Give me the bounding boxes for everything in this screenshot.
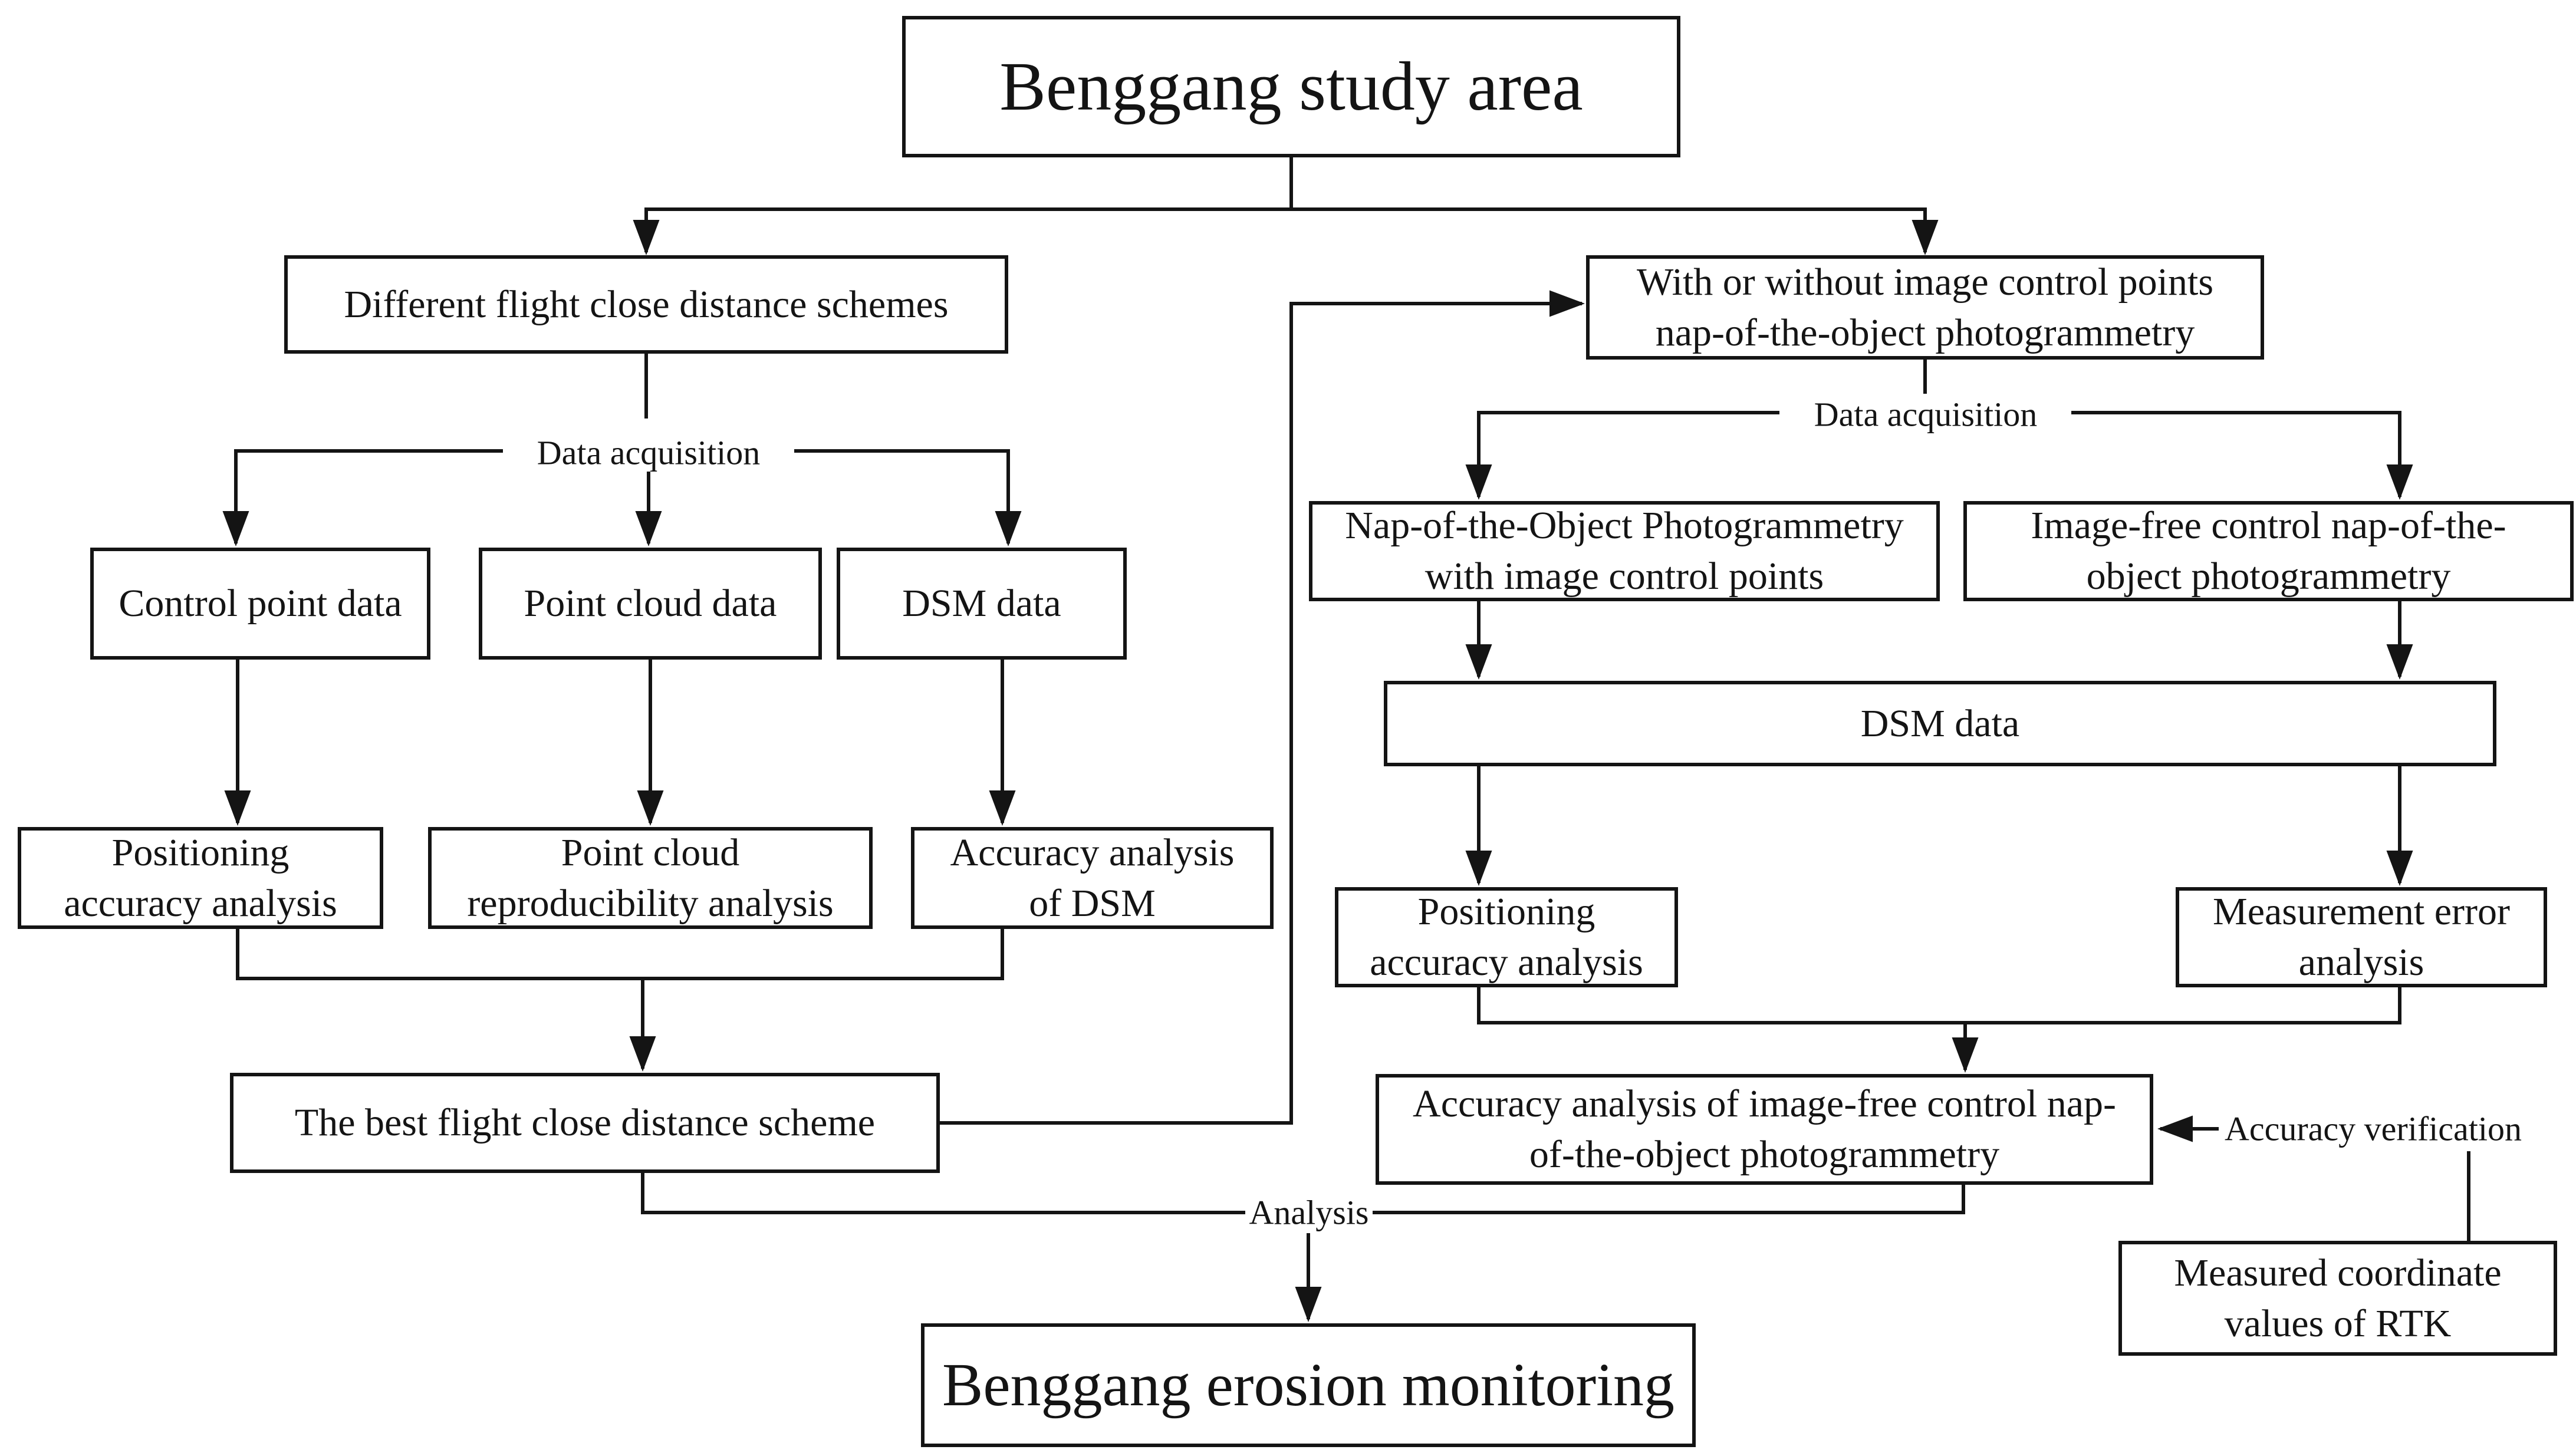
node-benggang-study-area: Benggang study area: [902, 16, 1680, 157]
edge-right-merge: [1477, 987, 2401, 1024]
node-dsm-data-right: DSM data: [1384, 681, 2496, 766]
node-different-flight-schemes: Different flight close distance schemes: [284, 255, 1008, 354]
edge-da-left-to-dsm: [794, 449, 1022, 546]
node-control-point-data: Control point data: [90, 548, 430, 660]
edge-left-merge: [236, 929, 1004, 980]
node-best-flight-scheme: The best flight close distance scheme: [230, 1073, 940, 1173]
node-with-without-image-control-points: With or without image control points nap…: [1586, 255, 2264, 360]
edge-label-data-acquisition-right: Data acquisition: [1814, 395, 2038, 434]
edge-label-analysis: Analysis: [1249, 1193, 1369, 1232]
edge-best-to-righthead: [940, 290, 1585, 1125]
node-point-cloud-reproducibility: Point cloud reproducibility analysis: [428, 827, 873, 929]
edge-accimagefree-to-analysis: [1373, 1185, 1965, 1214]
node-point-cloud-data: Point cloud data: [479, 548, 822, 660]
edge-best-to-analysis: [641, 1173, 1245, 1214]
node-positioning-accuracy-right: Positioning accuracy analysis: [1335, 887, 1678, 987]
node-dsm-data-left: DSM data: [837, 548, 1127, 660]
edge-da-right-to-napwith: [1465, 411, 1779, 500]
node-accuracy-analysis-of-dsm: Accuracy analysis of DSM: [911, 827, 1274, 929]
node-image-free-control-nap: Image-free control nap-of-the- object ph…: [1963, 501, 2574, 601]
node-nap-with-image-control-points: Nap-of-the-Object Photogrammetry with im…: [1309, 501, 1940, 601]
node-measured-rtk-values: Measured coordinate values of RTK: [2118, 1241, 2557, 1356]
edge-label-accuracy-verification: Accuracy verification: [2225, 1109, 2522, 1148]
edge-title-to-left-branch: [633, 207, 1291, 255]
edge-title-to-right-branch: [1291, 207, 1939, 255]
edge-da-left-to-control: [222, 449, 503, 546]
edge-label-data-acquisition-left: Data acquisition: [537, 433, 761, 472]
node-positioning-accuracy-left: Positioning accuracy analysis: [18, 827, 383, 929]
node-accuracy-analysis-image-free: Accuracy analysis of image-free control …: [1376, 1074, 2153, 1185]
node-measurement-error-analysis: Measurement error analysis: [2176, 887, 2547, 987]
node-benggang-erosion-monitoring: Benggang erosion monitoring: [921, 1323, 1696, 1447]
edge-da-right-to-imagefree: [2071, 411, 2413, 500]
